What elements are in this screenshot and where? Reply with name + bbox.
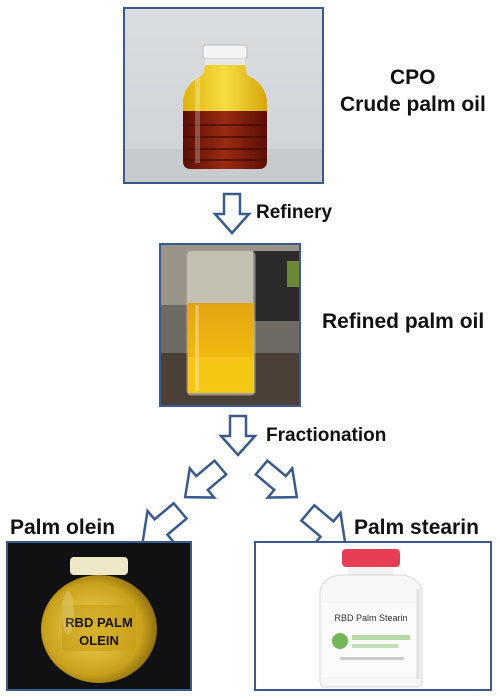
down-right-arrow-icon <box>254 458 299 499</box>
olein-jar-illustration: RBD PALM OLEIN <box>8 543 190 689</box>
crude-oil-bottle-illustration <box>125 9 322 182</box>
down-left-arrow-icon <box>183 458 228 499</box>
refined-oil-jug-illustration <box>161 245 299 405</box>
palm-olein-label: Palm olein <box>10 516 116 539</box>
down-right-arrow-icon <box>299 503 347 547</box>
palm-olein-photo: RBD PALM OLEIN <box>6 541 192 691</box>
refinery-step-label: Refinery <box>256 202 333 223</box>
logo-icon <box>332 633 348 649</box>
palm-stearin-label: Palm stearin <box>354 516 479 539</box>
stearin-bottle-illustration: RBD Palm Stearin <box>256 543 490 689</box>
olein-bottle-text-2: OLEIN <box>79 633 119 648</box>
crude-name-label: Crude palm oil <box>340 93 486 116</box>
stearin-bottle-title: RBD Palm Stearin <box>334 613 407 623</box>
crude-palm-oil-photo <box>123 7 324 184</box>
down-arrow-icon <box>218 414 258 457</box>
down-arrow-icon <box>212 192 252 235</box>
crude-abbr-label: CPO <box>390 66 436 89</box>
palm-stearin-photo: RBD Palm Stearin <box>254 541 492 691</box>
olein-bottle-text-1: RBD PALM <box>65 615 133 630</box>
refined-name-label: Refined palm oil <box>322 310 485 333</box>
refined-palm-oil-photo <box>159 243 301 407</box>
fractionation-step-label: Fractionation <box>266 425 387 446</box>
